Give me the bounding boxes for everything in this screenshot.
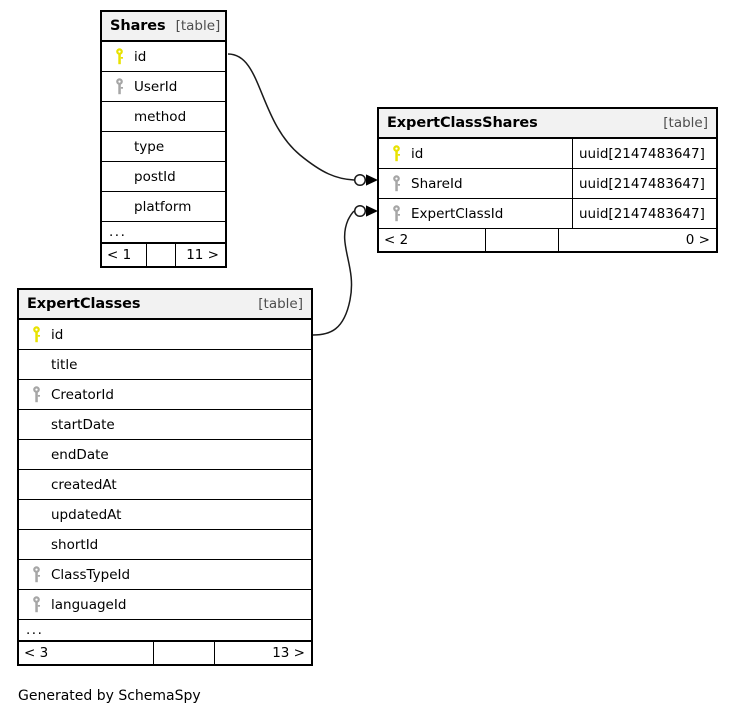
column-name: endDate xyxy=(51,446,109,463)
column-name: id xyxy=(411,145,424,162)
column-name: CreatorId xyxy=(51,386,114,403)
table-row[interactable]: updatedAt xyxy=(19,500,311,530)
column-name: type xyxy=(134,138,165,155)
table-row[interactable]: id uuid[2147483647] xyxy=(379,139,716,169)
table-row[interactable]: endDate xyxy=(19,440,311,470)
column-name: shortId xyxy=(51,536,99,553)
table-row[interactable]: method xyxy=(102,102,225,132)
column-name: id xyxy=(51,326,64,343)
table-type-tag: [table] xyxy=(258,296,303,312)
foreign-key-icon xyxy=(19,386,49,403)
primary-key-icon xyxy=(19,326,49,343)
table-footer-expert-classes: < 3 13 > xyxy=(19,642,311,664)
footer-prev-count[interactable]: < 1 xyxy=(107,247,132,263)
table-footer-expert-class-shares: < 2 0 > xyxy=(379,229,716,251)
table-row[interactable]: UserId xyxy=(102,72,225,102)
primary-key-icon xyxy=(379,145,409,162)
edge-endpoint-circle xyxy=(353,173,367,187)
table-header-expert-class-shares: ExpertClassShares [table] xyxy=(379,109,716,139)
column-name: updatedAt xyxy=(51,506,122,523)
relationship-expertclasses-to-expertclassshares xyxy=(312,204,378,336)
table-title: Shares xyxy=(110,18,166,34)
table-row[interactable]: startDate xyxy=(19,410,311,440)
more-columns-indicator: ... xyxy=(19,620,311,642)
table-row[interactable]: title xyxy=(19,350,311,380)
table-row[interactable]: type xyxy=(102,132,225,162)
footer-middle xyxy=(146,244,176,266)
footer-next-count[interactable]: 0 > xyxy=(685,232,710,248)
table-footer-shares: < 1 11 > xyxy=(102,244,225,266)
table-type-tag: [table] xyxy=(663,115,708,131)
column-name: languageId xyxy=(51,596,127,613)
footer-middle xyxy=(485,229,560,251)
more-columns-indicator: ... xyxy=(102,222,225,244)
column-name: method xyxy=(134,108,187,125)
table-row[interactable]: CreatorId xyxy=(19,380,311,410)
table-row[interactable]: languageId xyxy=(19,590,311,620)
footer-next-count[interactable]: 11 > xyxy=(186,247,219,263)
primary-key-icon xyxy=(102,48,132,65)
column-type: uuid[2147483647] xyxy=(572,199,716,228)
footer-prev-count[interactable]: < 2 xyxy=(384,232,409,248)
footer-middle xyxy=(153,642,215,664)
column-name: id xyxy=(134,48,147,65)
table-header-shares: Shares [table] xyxy=(102,12,225,42)
table-row[interactable]: platform xyxy=(102,192,225,222)
column-type: uuid[2147483647] xyxy=(572,169,716,198)
generated-by-caption: Generated by SchemaSpy xyxy=(18,688,201,704)
table-title: ExpertClassShares xyxy=(387,115,538,131)
column-name: ExpertClassId xyxy=(411,205,504,222)
footer-prev-count[interactable]: < 3 xyxy=(24,645,49,661)
table-row[interactable]: ShareId uuid[2147483647] xyxy=(379,169,716,199)
table-header-expert-classes: ExpertClasses [table] xyxy=(19,290,311,320)
table-row[interactable]: ClassTypeId xyxy=(19,560,311,590)
column-name: ClassTypeId xyxy=(51,566,131,583)
table-row[interactable]: postId xyxy=(102,162,225,192)
table-expert-classes[interactable]: ExpertClasses [table] id title Creator xyxy=(17,288,313,666)
table-row[interactable]: createdAt xyxy=(19,470,311,500)
table-shares[interactable]: Shares [table] id UserId method xyxy=(100,10,227,268)
relationship-shares-to-expertclassshares xyxy=(227,53,378,187)
table-row[interactable]: id xyxy=(19,320,311,350)
table-row[interactable]: shortId xyxy=(19,530,311,560)
footer-next-count[interactable]: 13 > xyxy=(272,645,305,661)
table-row[interactable]: ExpertClassId uuid[2147483647] xyxy=(379,199,716,229)
table-expert-class-shares[interactable]: ExpertClassShares [table] id uuid[214748… xyxy=(377,107,718,253)
edge-endpoint-circle xyxy=(353,204,367,218)
column-name: createdAt xyxy=(51,476,117,493)
column-name: postId xyxy=(134,168,176,185)
foreign-key-icon xyxy=(102,78,132,95)
column-name: startDate xyxy=(51,416,115,433)
table-type-tag: [table] xyxy=(175,18,221,34)
column-name: platform xyxy=(134,198,192,215)
table-row[interactable]: id xyxy=(102,42,225,72)
table-title: ExpertClasses xyxy=(27,296,141,312)
column-name: ShareId xyxy=(411,175,463,192)
column-name: UserId xyxy=(134,78,178,95)
foreign-key-icon xyxy=(379,175,409,192)
foreign-key-icon xyxy=(19,596,49,613)
column-name: title xyxy=(51,356,78,373)
foreign-key-icon xyxy=(19,566,49,583)
column-type: uuid[2147483647] xyxy=(572,139,716,168)
foreign-key-icon xyxy=(379,205,409,222)
